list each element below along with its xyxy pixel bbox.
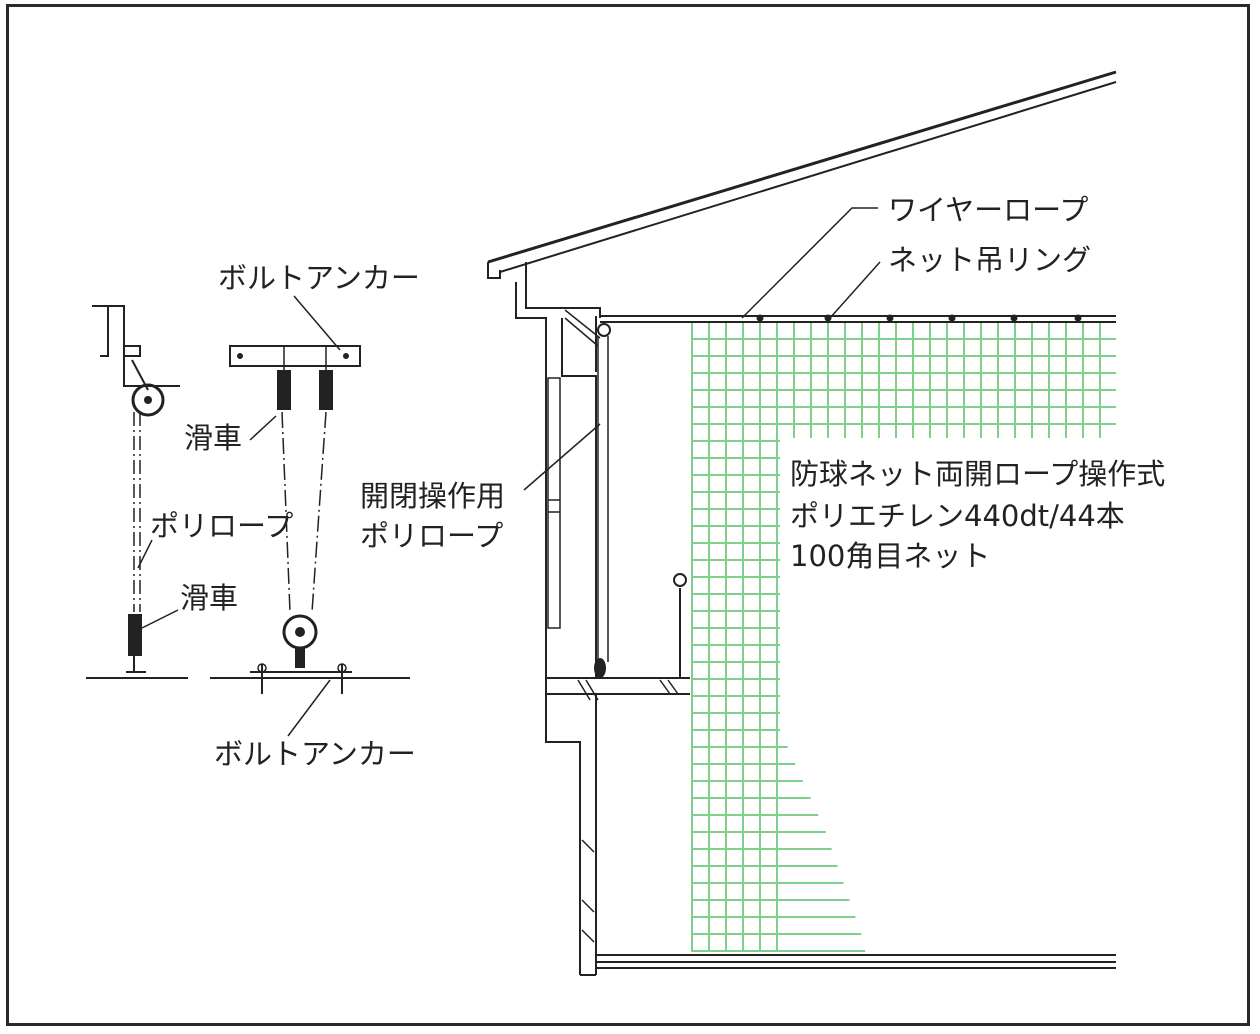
bracket-plate [123, 345, 141, 357]
window [547, 377, 561, 629]
ground-lines [596, 954, 1116, 969]
anchor-plate-top [229, 345, 361, 367]
lower-pulley-block-icon [128, 614, 142, 656]
rope-weight-icon [594, 658, 606, 678]
leader-pulley-bottom [141, 609, 179, 629]
eave-soffit [525, 262, 601, 318]
diagram-frame [6, 4, 1250, 1026]
outer-wall [515, 282, 581, 975]
slab-hatch-2 [659, 679, 679, 695]
label-net-desc-2: ポリエチレン440dt/44本 [790, 499, 1125, 533]
leader-net-ring [829, 261, 881, 319]
pulley-block-1-icon [277, 370, 291, 410]
label-operation-rope-2: ポリロープ [360, 519, 503, 553]
leader-bolt-top [293, 295, 341, 351]
label-bolt-anchor-bottom: ボルトアンカー [214, 737, 416, 771]
wall-pulley-icon [131, 383, 165, 417]
label-net-desc-3: 100角目ネット [790, 539, 990, 573]
floor-slab [546, 677, 690, 695]
gutter [487, 262, 501, 279]
left-detail [86, 305, 188, 679]
label-net-ring: ネット吊リング [888, 243, 1091, 277]
eave-hatch [564, 309, 601, 347]
middle-detail [210, 345, 410, 694]
top-pulley-icon [597, 323, 611, 337]
net-grid [691, 321, 1116, 952]
pulley-block-2-icon [319, 370, 333, 410]
operation-rope [597, 336, 609, 662]
wall-hatch [581, 839, 595, 943]
label-poly-rope: ポリロープ [150, 509, 293, 543]
label-pulley-bottom: 滑車 [180, 581, 238, 615]
leader-bolt-bottom [287, 679, 331, 737]
left-poly-rope [133, 412, 141, 612]
middle-poly-rope [281, 411, 327, 613]
roof-bottom-line [499, 81, 1117, 273]
lower-anchor [126, 656, 146, 673]
label-net-desc-1: 防球ネット両開ロープ操作式 [790, 457, 1165, 491]
label-bolt-anchor-top: ボルトアンカー [218, 261, 420, 295]
post-ring-icon [673, 573, 687, 587]
label-pulley-top: 滑車 [184, 421, 242, 455]
window-mullion [548, 499, 560, 513]
leader-lines [137, 207, 881, 737]
leader-operation-rope [523, 423, 601, 491]
pulley-arm [131, 359, 149, 391]
label-operation-rope-1: 開閉操作用 [360, 479, 505, 513]
inner-wall-upper [561, 318, 597, 678]
leader-poly-rope [137, 539, 153, 569]
leader-wire-rope [741, 207, 878, 319]
leader-pulley-top [249, 415, 277, 441]
roof-top-line [487, 70, 1117, 264]
building-section [487, 70, 1117, 976]
label-wire-rope: ワイヤーロープ [888, 193, 1088, 227]
slab-hatch [577, 679, 599, 701]
bracket-inner [100, 306, 109, 357]
hangers [283, 346, 327, 370]
net-rings [756, 314, 1082, 322]
